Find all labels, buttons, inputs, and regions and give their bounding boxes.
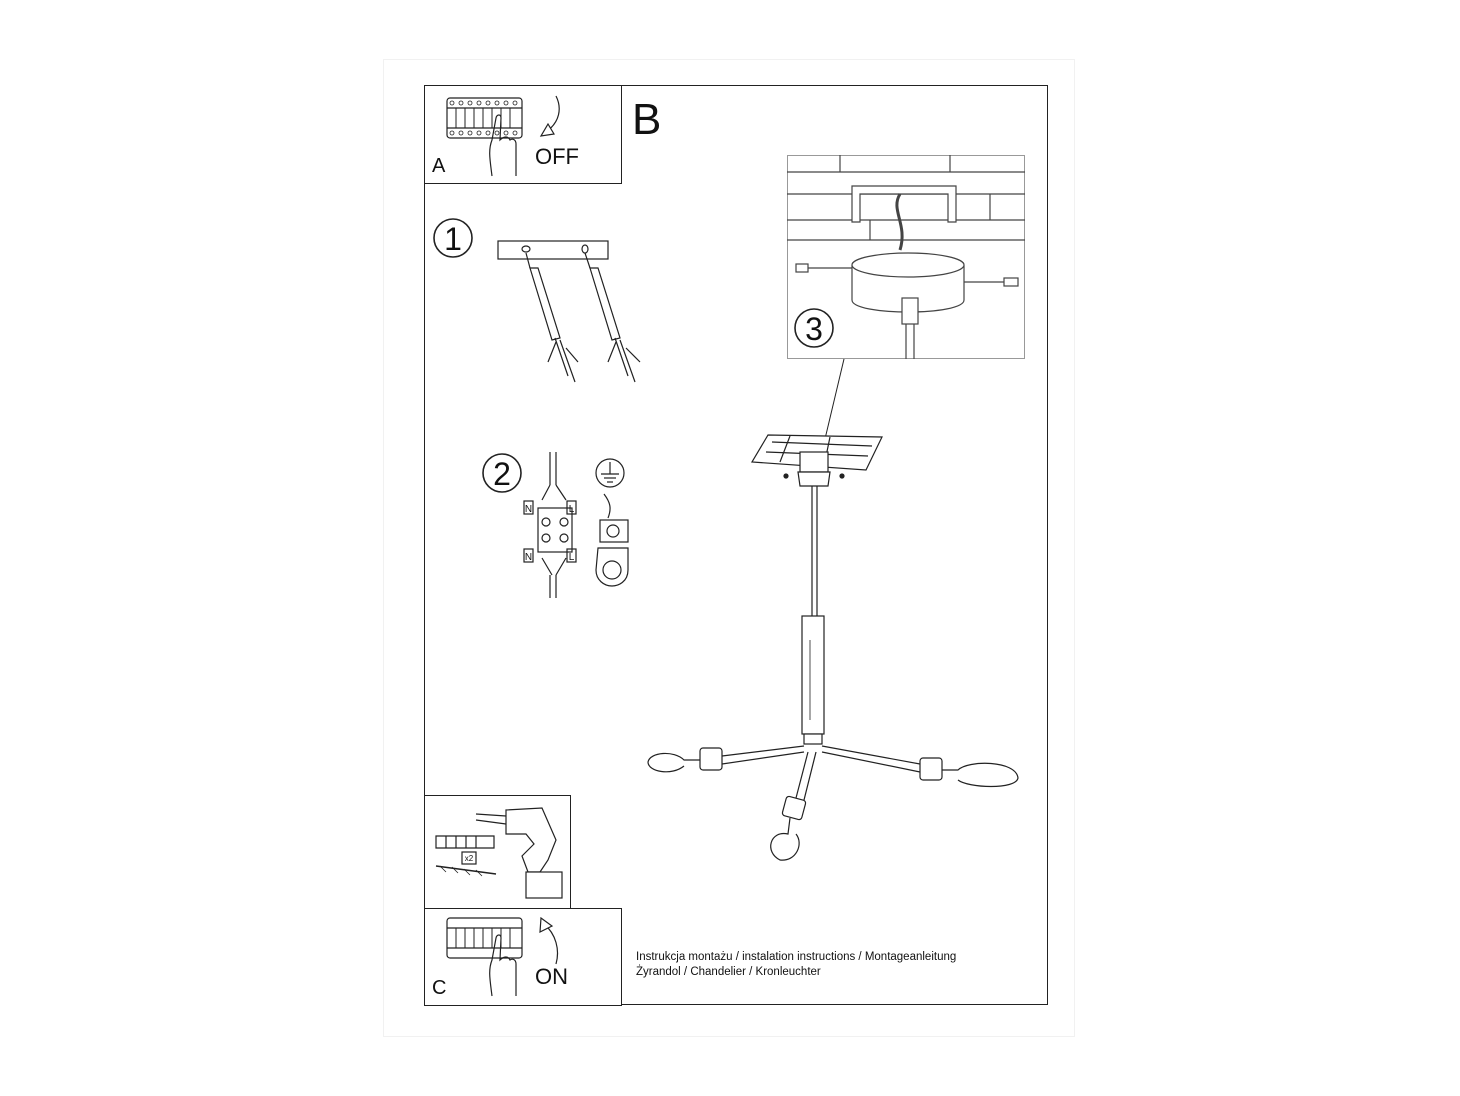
chandelier-icon [647, 434, 1019, 861]
switch-off-label: OFF [535, 144, 579, 169]
step3-badge [794, 308, 834, 348]
quantity-label: x2 [465, 854, 474, 863]
screw-icon [795, 263, 1019, 287]
step2-badge [482, 453, 522, 493]
step3-number: 3 [805, 311, 823, 347]
panel-a [424, 85, 622, 184]
step1-number: 1 [444, 221, 462, 257]
dowel-icon [435, 835, 497, 877]
panel-c [424, 908, 622, 1006]
product-caption: Żyrandol / Chandelier / Kronleuchter [636, 966, 821, 978]
neutral-label-bottom: N [525, 552, 532, 563]
neutral-label-top: N [525, 504, 532, 515]
arrow-down-icon [539, 95, 560, 137]
step1-badge [433, 218, 473, 258]
ceiling-detail-icon [787, 155, 1025, 359]
wall-plug-icon [525, 252, 641, 383]
instruction-frame [424, 85, 1048, 1005]
panel-b-letter: B [632, 95, 662, 144]
drill-icon [475, 807, 563, 899]
instructions-caption: Instrukcja montażu / instalation instruc… [636, 951, 957, 963]
live-label-top: L [569, 504, 575, 515]
panel-c-letter: C [432, 977, 447, 999]
ground-terminal-icon [595, 519, 629, 587]
switch-on-label: ON [535, 964, 568, 989]
arrow-up-icon [539, 916, 559, 965]
step2-number: 2 [493, 456, 511, 492]
ground-symbol-icon [595, 458, 625, 519]
terminal-block-icon [523, 452, 577, 598]
mounting-bracket-icon [497, 240, 609, 260]
live-label-bottom: L [569, 552, 575, 563]
panel-a-letter: A [432, 155, 446, 177]
circuit-breaker-on-icon [446, 917, 523, 959]
circuit-breaker-icon [446, 97, 523, 139]
hand-on-icon [489, 934, 517, 997]
hand-icon [489, 114, 517, 177]
